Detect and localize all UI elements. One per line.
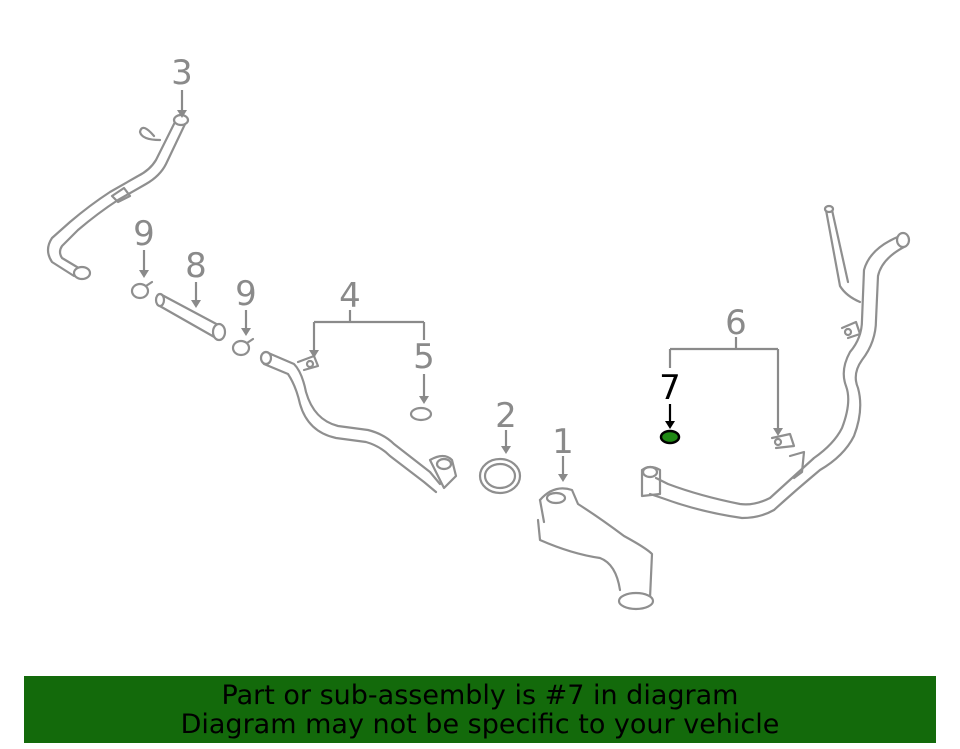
callout-5: 5 <box>413 337 435 377</box>
callout-3: 3 <box>171 53 193 93</box>
part-2-gasket[interactable] <box>478 457 522 495</box>
banner-line-2: Diagram may not be specific to your vehi… <box>180 708 780 740</box>
part-7-o-ring-highlighted[interactable] <box>659 429 681 445</box>
banner-line-1: Part or sub-assembly is #7 in diagram <box>221 679 739 711</box>
part-1-outlet[interactable] <box>536 487 655 611</box>
callout-8: 8 <box>185 246 207 286</box>
leader-lines <box>139 90 783 482</box>
info-banner: Part or sub-assembly is #7 in diagram Di… <box>24 676 936 743</box>
callout-2: 2 <box>495 396 517 436</box>
part-3-hose[interactable] <box>46 113 190 281</box>
part-8-hose[interactable] <box>154 292 227 342</box>
part-4-pipe[interactable] <box>259 350 458 494</box>
callout-7-highlighted: 7 <box>659 368 681 408</box>
callout-9-left: 9 <box>133 214 155 254</box>
part-5-o-ring[interactable] <box>409 406 433 422</box>
callout-9-right: 9 <box>235 274 257 314</box>
part-9-clamp-right[interactable] <box>231 337 255 357</box>
parts-diagram: 3 9 8 9 4 5 2 1 6 7 <box>46 53 911 611</box>
callout-1: 1 <box>552 422 574 462</box>
part-9-clamp-left[interactable] <box>130 280 154 300</box>
callout-4: 4 <box>339 276 361 316</box>
callout-6: 6 <box>725 303 747 343</box>
part-6-pipe-assembly[interactable] <box>640 204 911 520</box>
